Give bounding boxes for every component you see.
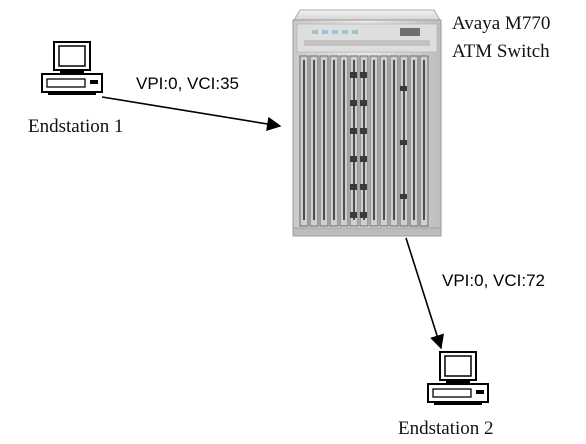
switch-name-label: Avaya M770 — [452, 13, 551, 34]
endstation-1-label: Endstation 1 — [28, 116, 124, 137]
computer-icon — [41, 41, 103, 95]
computer-icon — [427, 351, 489, 405]
switch-type-label: ATM Switch — [452, 41, 550, 62]
link-switch-to-endstation2 — [405, 237, 444, 350]
link-endstation1-to-switch — [101, 96, 282, 132]
link-1-label: VPI:0, VCI:35 — [136, 74, 239, 93]
atm-switch-chassis-icon — [292, 9, 442, 237]
endstation-2-label: Endstation 2 — [398, 418, 494, 439]
link-2-label: VPI:0, VCI:72 — [442, 271, 545, 290]
